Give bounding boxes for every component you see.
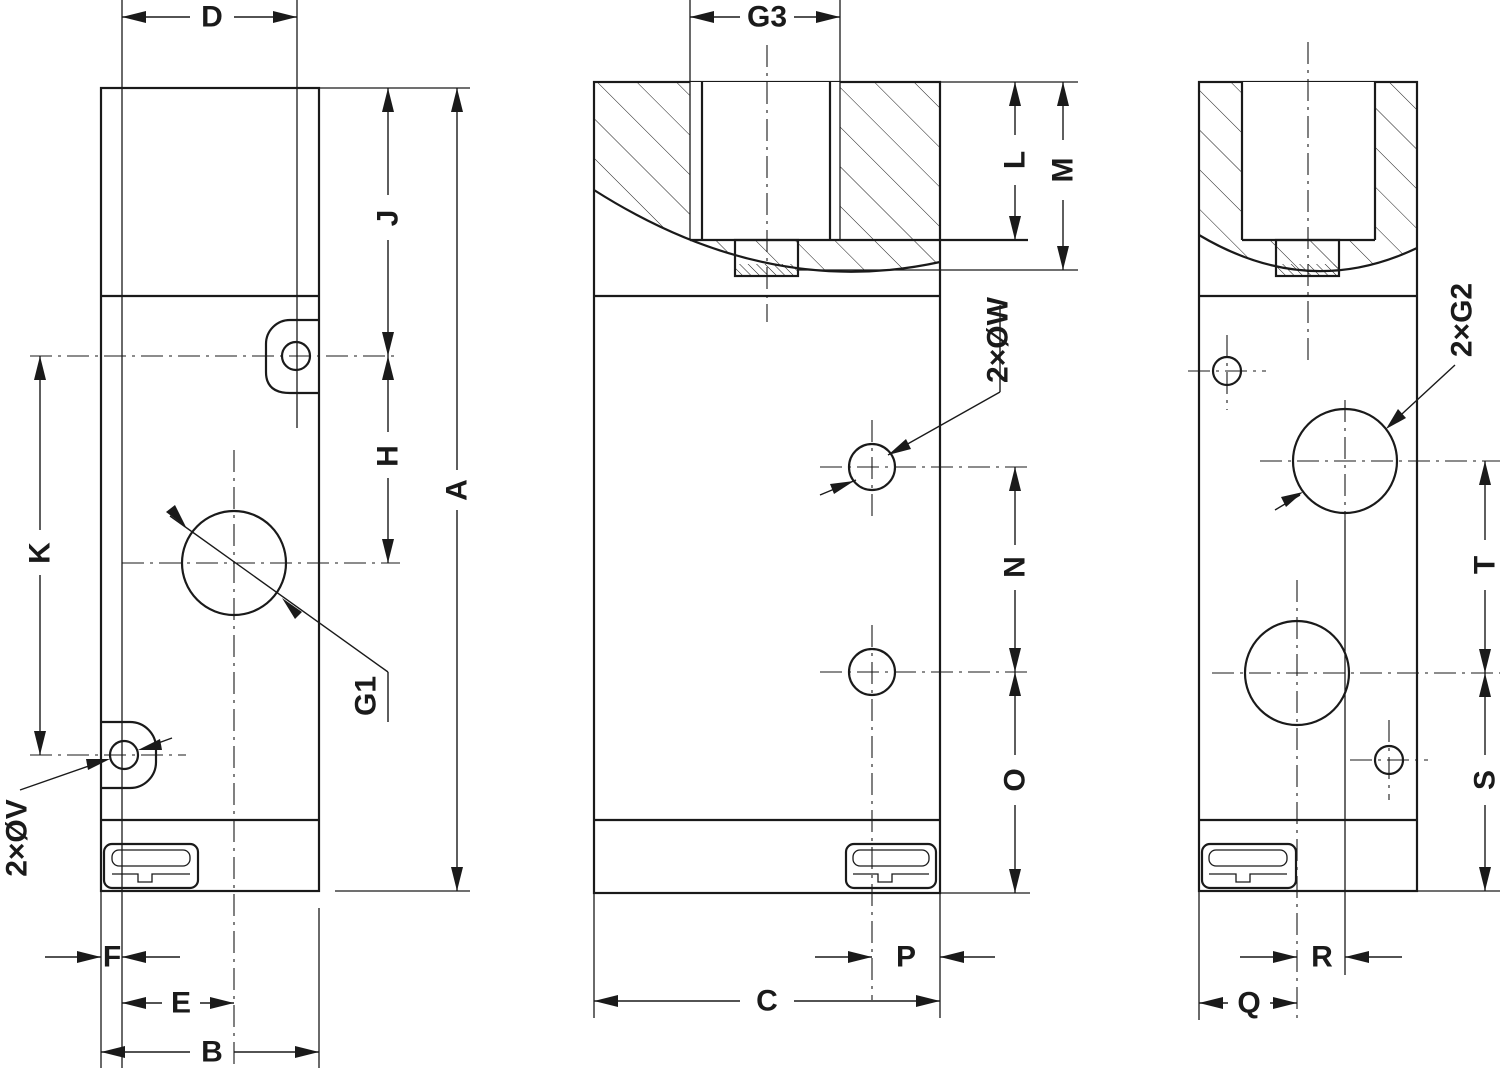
label-q: Q <box>1237 987 1260 1020</box>
label-p: P <box>896 941 916 974</box>
label-s: S <box>1469 770 1500 790</box>
label-r: R <box>1311 941 1333 974</box>
left-view <box>30 0 470 1068</box>
middle-view <box>592 0 1078 1018</box>
label-b: B <box>201 1036 223 1068</box>
label-l: L <box>999 151 1032 169</box>
label-f: F <box>103 941 121 974</box>
label-n: N <box>999 556 1032 578</box>
label-w: 2×ØW <box>982 296 1015 383</box>
label-e: E <box>171 987 191 1020</box>
label-h: H <box>372 445 405 467</box>
label-a: A <box>441 479 474 501</box>
left-body <box>99 86 321 893</box>
label-c: C <box>756 985 778 1018</box>
label-m: M <box>1047 158 1080 183</box>
label-k: K <box>24 542 57 564</box>
terminal-pad-left <box>102 842 200 890</box>
label-g2: 2×G2 <box>1446 283 1479 357</box>
label-g3: G3 <box>747 1 787 34</box>
label-o: O <box>999 768 1032 791</box>
terminal-pad-right <box>1200 842 1298 890</box>
label-d: D <box>201 1 223 34</box>
label-v: 2×ØV <box>1 799 34 877</box>
label-t: T <box>1469 556 1500 574</box>
right-view <box>1188 42 1500 1020</box>
mounting-lug-top <box>264 318 319 395</box>
dimension-lines <box>19 11 1491 1068</box>
label-j: J <box>372 210 405 227</box>
terminal-pad-middle <box>844 842 938 890</box>
label-g1: G1 <box>350 676 383 716</box>
